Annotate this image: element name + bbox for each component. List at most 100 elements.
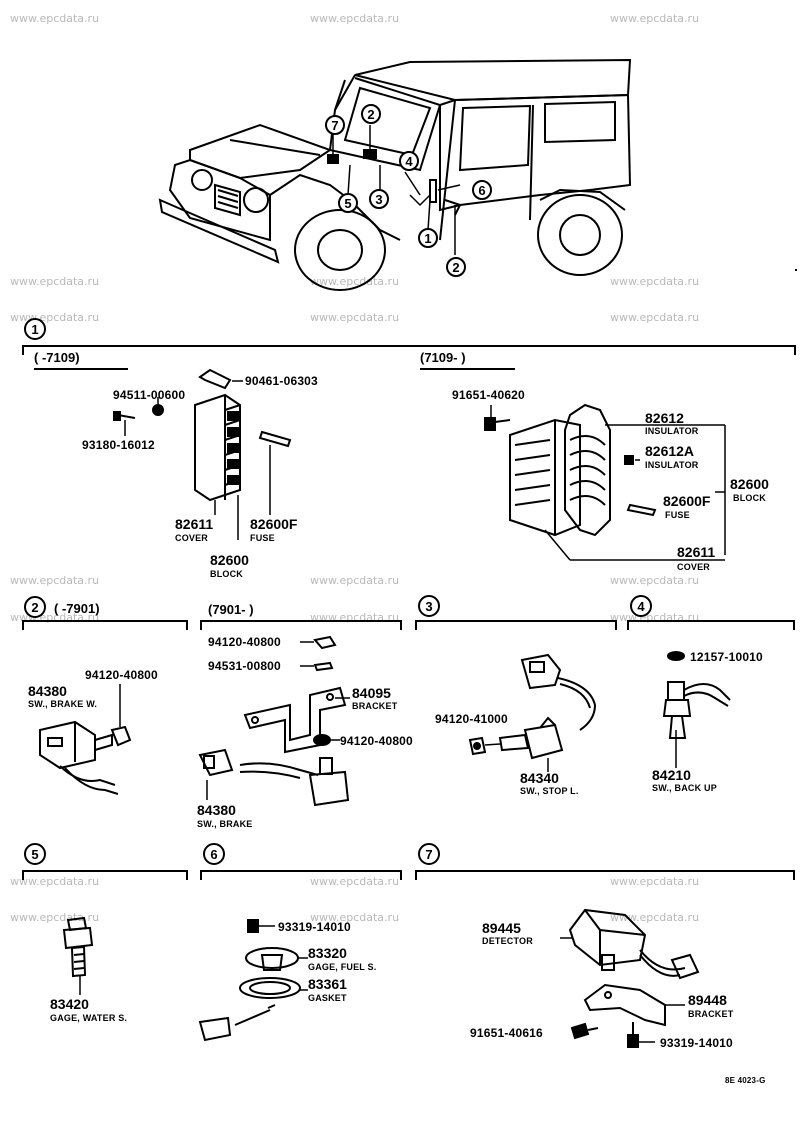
part-83420-name: GAGE, WATER S.	[50, 1013, 128, 1023]
watermark: www.epcdata.ru	[10, 12, 100, 25]
part-82600F-name: FUSE	[665, 510, 690, 520]
part-84210: 84210	[652, 767, 691, 783]
part-89448: 89448	[688, 992, 727, 1008]
s1-left-range: ( -7109)	[34, 350, 80, 365]
part-94120-40800: 94120-40800	[85, 668, 158, 682]
watermark: www.epcdata.ru	[610, 911, 700, 924]
section-2-left-bracket	[22, 620, 188, 630]
part-83320: 83320	[308, 945, 347, 961]
watermark: www.epcdata.ru	[310, 311, 400, 324]
part-82611: 82611	[677, 544, 716, 560]
part-82611-name: COVER	[677, 562, 711, 572]
watermark: www.epcdata.ru	[610, 275, 700, 288]
callout-2: 2	[361, 104, 381, 124]
watermark: www.epcdata.ru	[610, 875, 700, 888]
part-82612A: 82612A	[645, 443, 695, 459]
s2-right-range: (7901- )	[208, 602, 254, 617]
part-94120-41000: 94120-41000	[435, 712, 508, 726]
part-84095-name: BRACKET	[352, 701, 398, 711]
part-84095: 84095	[352, 685, 391, 701]
part-83320-name: GAGE, FUEL S.	[308, 962, 377, 972]
watermark: www.epcdata.ru	[610, 12, 700, 25]
part-91651-40620: 91651-40620	[452, 388, 525, 402]
part-82600-name: BLOCK	[733, 493, 766, 503]
section-1-bracket	[22, 345, 796, 355]
part-83361-name: GASKET	[308, 993, 347, 1003]
watermark: www.epcdata.ru	[10, 574, 100, 587]
part-83361: 83361	[308, 976, 347, 992]
part-82612-name: INSULATOR	[645, 426, 699, 436]
section-4-number: 4	[630, 595, 652, 617]
s1-right-range: (7109- )	[420, 350, 466, 365]
part-82611-name: COVER	[175, 533, 209, 543]
section-3-number: 3	[418, 595, 440, 617]
part-82600-name: BLOCK	[210, 569, 243, 579]
part-91651-40616: 91651-40616	[470, 1026, 543, 1040]
part-82612: 82612	[645, 410, 684, 426]
part-82612A-name: INSULATOR	[645, 460, 699, 470]
section-6-bracket	[200, 870, 402, 880]
part-93319-14010-s7: 93319-14010	[660, 1036, 733, 1050]
section-5-bracket	[22, 870, 188, 880]
section-2-number: 2	[24, 596, 46, 618]
section-6-number: 6	[203, 843, 225, 865]
callout-1: 1	[418, 228, 438, 248]
part-90461-06303: 90461-06303	[245, 374, 318, 388]
section-4-bracket	[627, 620, 795, 630]
callout-5: 5	[338, 193, 358, 213]
part-84380-name: SW., BRAKE W.	[28, 699, 98, 709]
watermark: www.epcdata.ru	[10, 911, 100, 924]
watermark: www.epcdata.ru	[310, 875, 400, 888]
section-5-number: 5	[24, 843, 46, 865]
part-89448-name: BRACKET	[688, 1009, 734, 1019]
part-93319-14010: 93319-14010	[278, 920, 351, 934]
part-82611: 82611	[175, 516, 214, 532]
section-2-right-bracket	[200, 620, 402, 630]
watermark: www.epcdata.ru	[610, 311, 700, 324]
part-84340-name: SW., STOP L.	[520, 786, 579, 796]
section-1-number: 1	[24, 318, 46, 340]
part-84340: 84340	[520, 770, 559, 786]
watermark: www.epcdata.ru	[10, 875, 100, 888]
part-89445: 89445	[482, 920, 521, 936]
callout-2: 2	[446, 257, 466, 277]
s2-left-range: ( -7901)	[54, 601, 100, 616]
watermark: www.epcdata.ru	[10, 275, 100, 288]
part-84380-r-name: SW., BRAKE	[197, 819, 253, 829]
watermark: www.epcdata.ru	[610, 574, 700, 587]
section-3-bracket	[415, 620, 617, 630]
watermark: www.epcdata.ru	[310, 275, 400, 288]
callout-7: 7	[325, 115, 345, 135]
part-84380: 84380	[28, 683, 67, 699]
callout-3: 3	[369, 189, 389, 209]
part-94531-00800: 94531-00800	[208, 659, 281, 673]
part-83420: 83420	[50, 996, 89, 1012]
part-84380-r: 84380	[197, 802, 236, 818]
callout-4: 4	[399, 151, 419, 171]
part-82600: 82600	[730, 476, 769, 492]
part-93180-16012: 93180-16012	[82, 438, 155, 452]
part-94120-40800-r2: 94120-40800	[340, 734, 413, 748]
part-89445-name: DETECTOR	[482, 936, 533, 946]
part-84210-name: SW., BACK UP	[652, 783, 717, 793]
part-82600F-name: FUSE	[250, 533, 275, 543]
watermark: www.epcdata.ru	[310, 574, 400, 587]
part-12157-10010: 12157-10010	[690, 650, 763, 664]
watermark: www.epcdata.ru	[310, 12, 400, 25]
callout-6: 6	[472, 180, 492, 200]
footer-code: 8E 4023-G	[725, 1076, 766, 1085]
vehicle-illustration	[158, 58, 797, 291]
part-82600F: 82600F	[663, 493, 711, 509]
part-82600F: 82600F	[250, 516, 298, 532]
section-7-bracket	[415, 870, 795, 880]
section-7-number: 7	[418, 843, 440, 865]
